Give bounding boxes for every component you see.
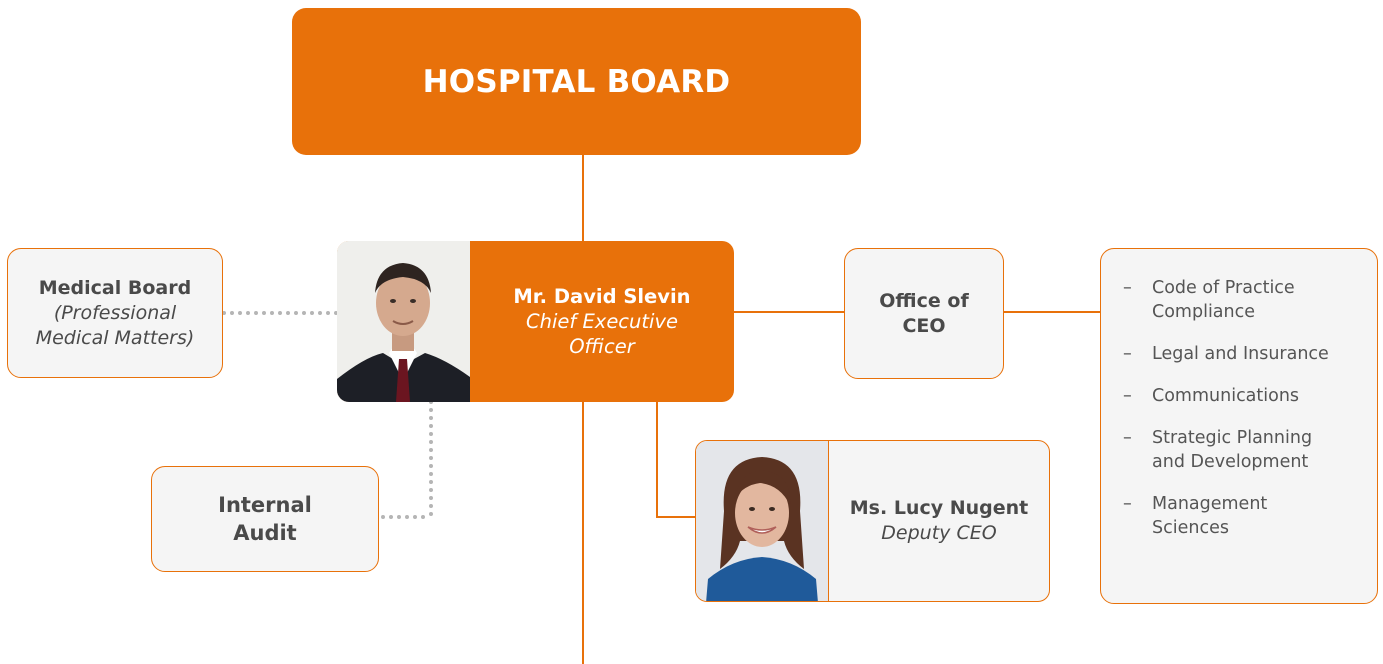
connector-ceo-office [733, 311, 845, 313]
ceo-text: Mr. David Slevin Chief Executive Officer [470, 241, 734, 402]
internal-audit-line2: Audit [233, 521, 297, 545]
list-item-dash: – [1123, 344, 1132, 364]
connector-office-functions [1004, 311, 1101, 313]
deputy-text: Ms. Lucy Nugent Deputy CEO [829, 441, 1049, 601]
internal-audit-line1: Internal [218, 493, 312, 517]
ceo-portrait-icon [337, 241, 470, 402]
connector-ceo-deputy-horizontal [656, 516, 696, 518]
office-of-ceo-box: Office of CEO [844, 248, 1004, 379]
connector-ceo-deputy-vertical [656, 400, 658, 518]
list-item-dash: – [1123, 386, 1132, 406]
list-item-dash: – [1123, 428, 1132, 448]
medical-board-subtitle-2: Medical Matters) [35, 326, 195, 349]
deputy-photo [696, 441, 829, 601]
list-item-line1: Communications [1152, 386, 1300, 406]
office-functions-list: – Code of Practice Compliance – Legal an… [1101, 276, 1329, 558]
ceo-role-line2: Officer [569, 335, 635, 358]
list-item-line1: Legal and Insurance [1152, 344, 1329, 364]
deputy-ceo-card: Ms. Lucy Nugent Deputy CEO [695, 440, 1050, 602]
connector-ceo-down [582, 400, 584, 664]
list-item: – Code of Practice Compliance [1101, 276, 1329, 324]
list-item-dash: – [1123, 278, 1132, 298]
connector-board-ceo [582, 154, 584, 242]
medical-board-box: Medical Board (Professional Medical Matt… [7, 248, 223, 378]
list-item-line2: Sciences [1152, 518, 1229, 538]
list-item-line2: and Development [1152, 452, 1309, 472]
ceo-photo [337, 241, 470, 402]
office-functions-box: – Code of Practice Compliance – Legal an… [1100, 248, 1378, 604]
medical-board-title: Medical Board [38, 276, 192, 299]
deputy-name: Ms. Lucy Nugent [849, 497, 1029, 519]
office-of-ceo-line2: CEO [902, 314, 946, 337]
list-item-line1: Strategic Planning [1152, 428, 1313, 448]
office-of-ceo-line1: Office of [879, 289, 969, 312]
list-item: – Legal and Insurance [1101, 342, 1329, 366]
list-item: – Communications [1101, 384, 1329, 408]
deputy-role: Deputy CEO [881, 522, 997, 544]
hospital-board-title: HOSPITAL BOARD [422, 63, 731, 100]
list-item-line1: Management [1152, 494, 1268, 514]
deputy-portrait-icon [696, 441, 828, 601]
ceo-role-line1: Chief Executive [526, 310, 678, 333]
hospital-board-box: HOSPITAL BOARD [292, 8, 861, 155]
ceo-name: Mr. David Slevin [513, 285, 691, 308]
list-item-dash: – [1123, 494, 1132, 514]
list-item: – Management Sciences [1101, 492, 1329, 540]
list-item-line1: Code of Practice [1152, 278, 1295, 298]
medical-board-subtitle-1: (Professional [53, 301, 177, 324]
internal-audit-box: Internal Audit [151, 466, 379, 572]
list-item: – Strategic Planning and Development [1101, 426, 1329, 474]
list-item-line2: Compliance [1152, 302, 1256, 322]
ceo-card: Mr. David Slevin Chief Executive Officer [337, 241, 734, 402]
